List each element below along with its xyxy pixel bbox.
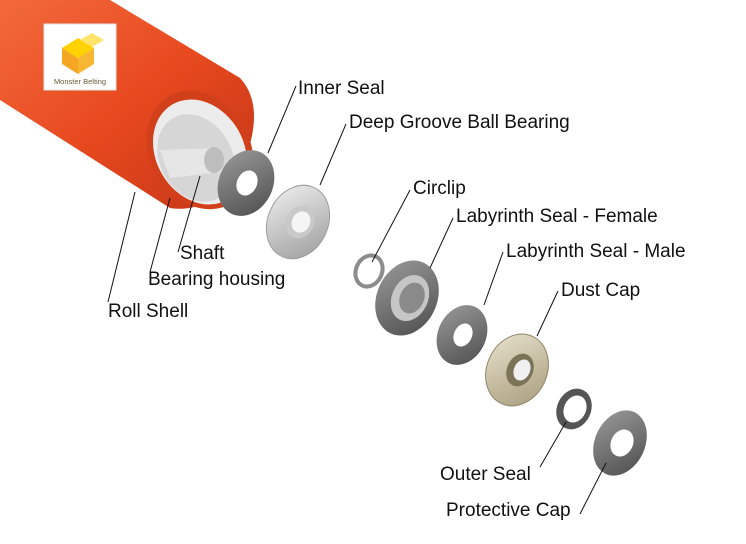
protective-cap bbox=[593, 410, 647, 476]
inner-seal bbox=[217, 150, 275, 216]
leader-labyrinth-seal-male bbox=[483, 251, 504, 306]
leader-dust-cap bbox=[536, 290, 559, 337]
leader-outer-seal bbox=[539, 421, 567, 468]
label-inner-seal: Inner Seal bbox=[298, 78, 385, 99]
leader-circlip bbox=[371, 189, 411, 263]
circlip bbox=[353, 253, 385, 289]
label-labyrinth-seal-female: Labyrinth Seal - Female bbox=[456, 206, 658, 227]
leader-bearing-housing bbox=[149, 197, 171, 273]
shaft bbox=[160, 147, 224, 178]
label-circlip: Circlip bbox=[413, 178, 466, 199]
leader-inner-seal bbox=[267, 85, 297, 154]
leader-deep-groove-ball-bearing bbox=[319, 123, 347, 186]
labyrinth-seal-female bbox=[375, 260, 439, 336]
outer-seal bbox=[556, 388, 592, 430]
leader-lines bbox=[107, 85, 607, 515]
label-deep-groove-ball-bearing: Deep Groove Ball Bearing bbox=[349, 112, 570, 133]
dust-cap bbox=[485, 333, 549, 407]
labyrinth-seal-male bbox=[436, 305, 488, 365]
label-labyrinth-seal-male: Labyrinth Seal - Male bbox=[506, 241, 686, 262]
label-protective-cap: Protective Cap bbox=[446, 500, 571, 521]
label-outer-seal: Outer Seal bbox=[440, 464, 531, 485]
leader-shaft bbox=[177, 175, 201, 253]
leader-protective-cap bbox=[579, 462, 607, 515]
leader-labyrinth-seal-female bbox=[429, 217, 454, 269]
label-dust-cap: Dust Cap bbox=[561, 280, 641, 301]
logo-text: Monster Belting bbox=[53, 77, 107, 86]
leader-roll-shell bbox=[107, 191, 136, 303]
label-bearing-housing: Bearing housing bbox=[148, 269, 286, 290]
deep-groove-ball-bearing bbox=[265, 184, 331, 260]
label-roll-shell: Roll Shell bbox=[108, 301, 189, 322]
logo-cube-icon bbox=[43, 23, 117, 91]
label-shaft: Shaft bbox=[180, 243, 225, 264]
